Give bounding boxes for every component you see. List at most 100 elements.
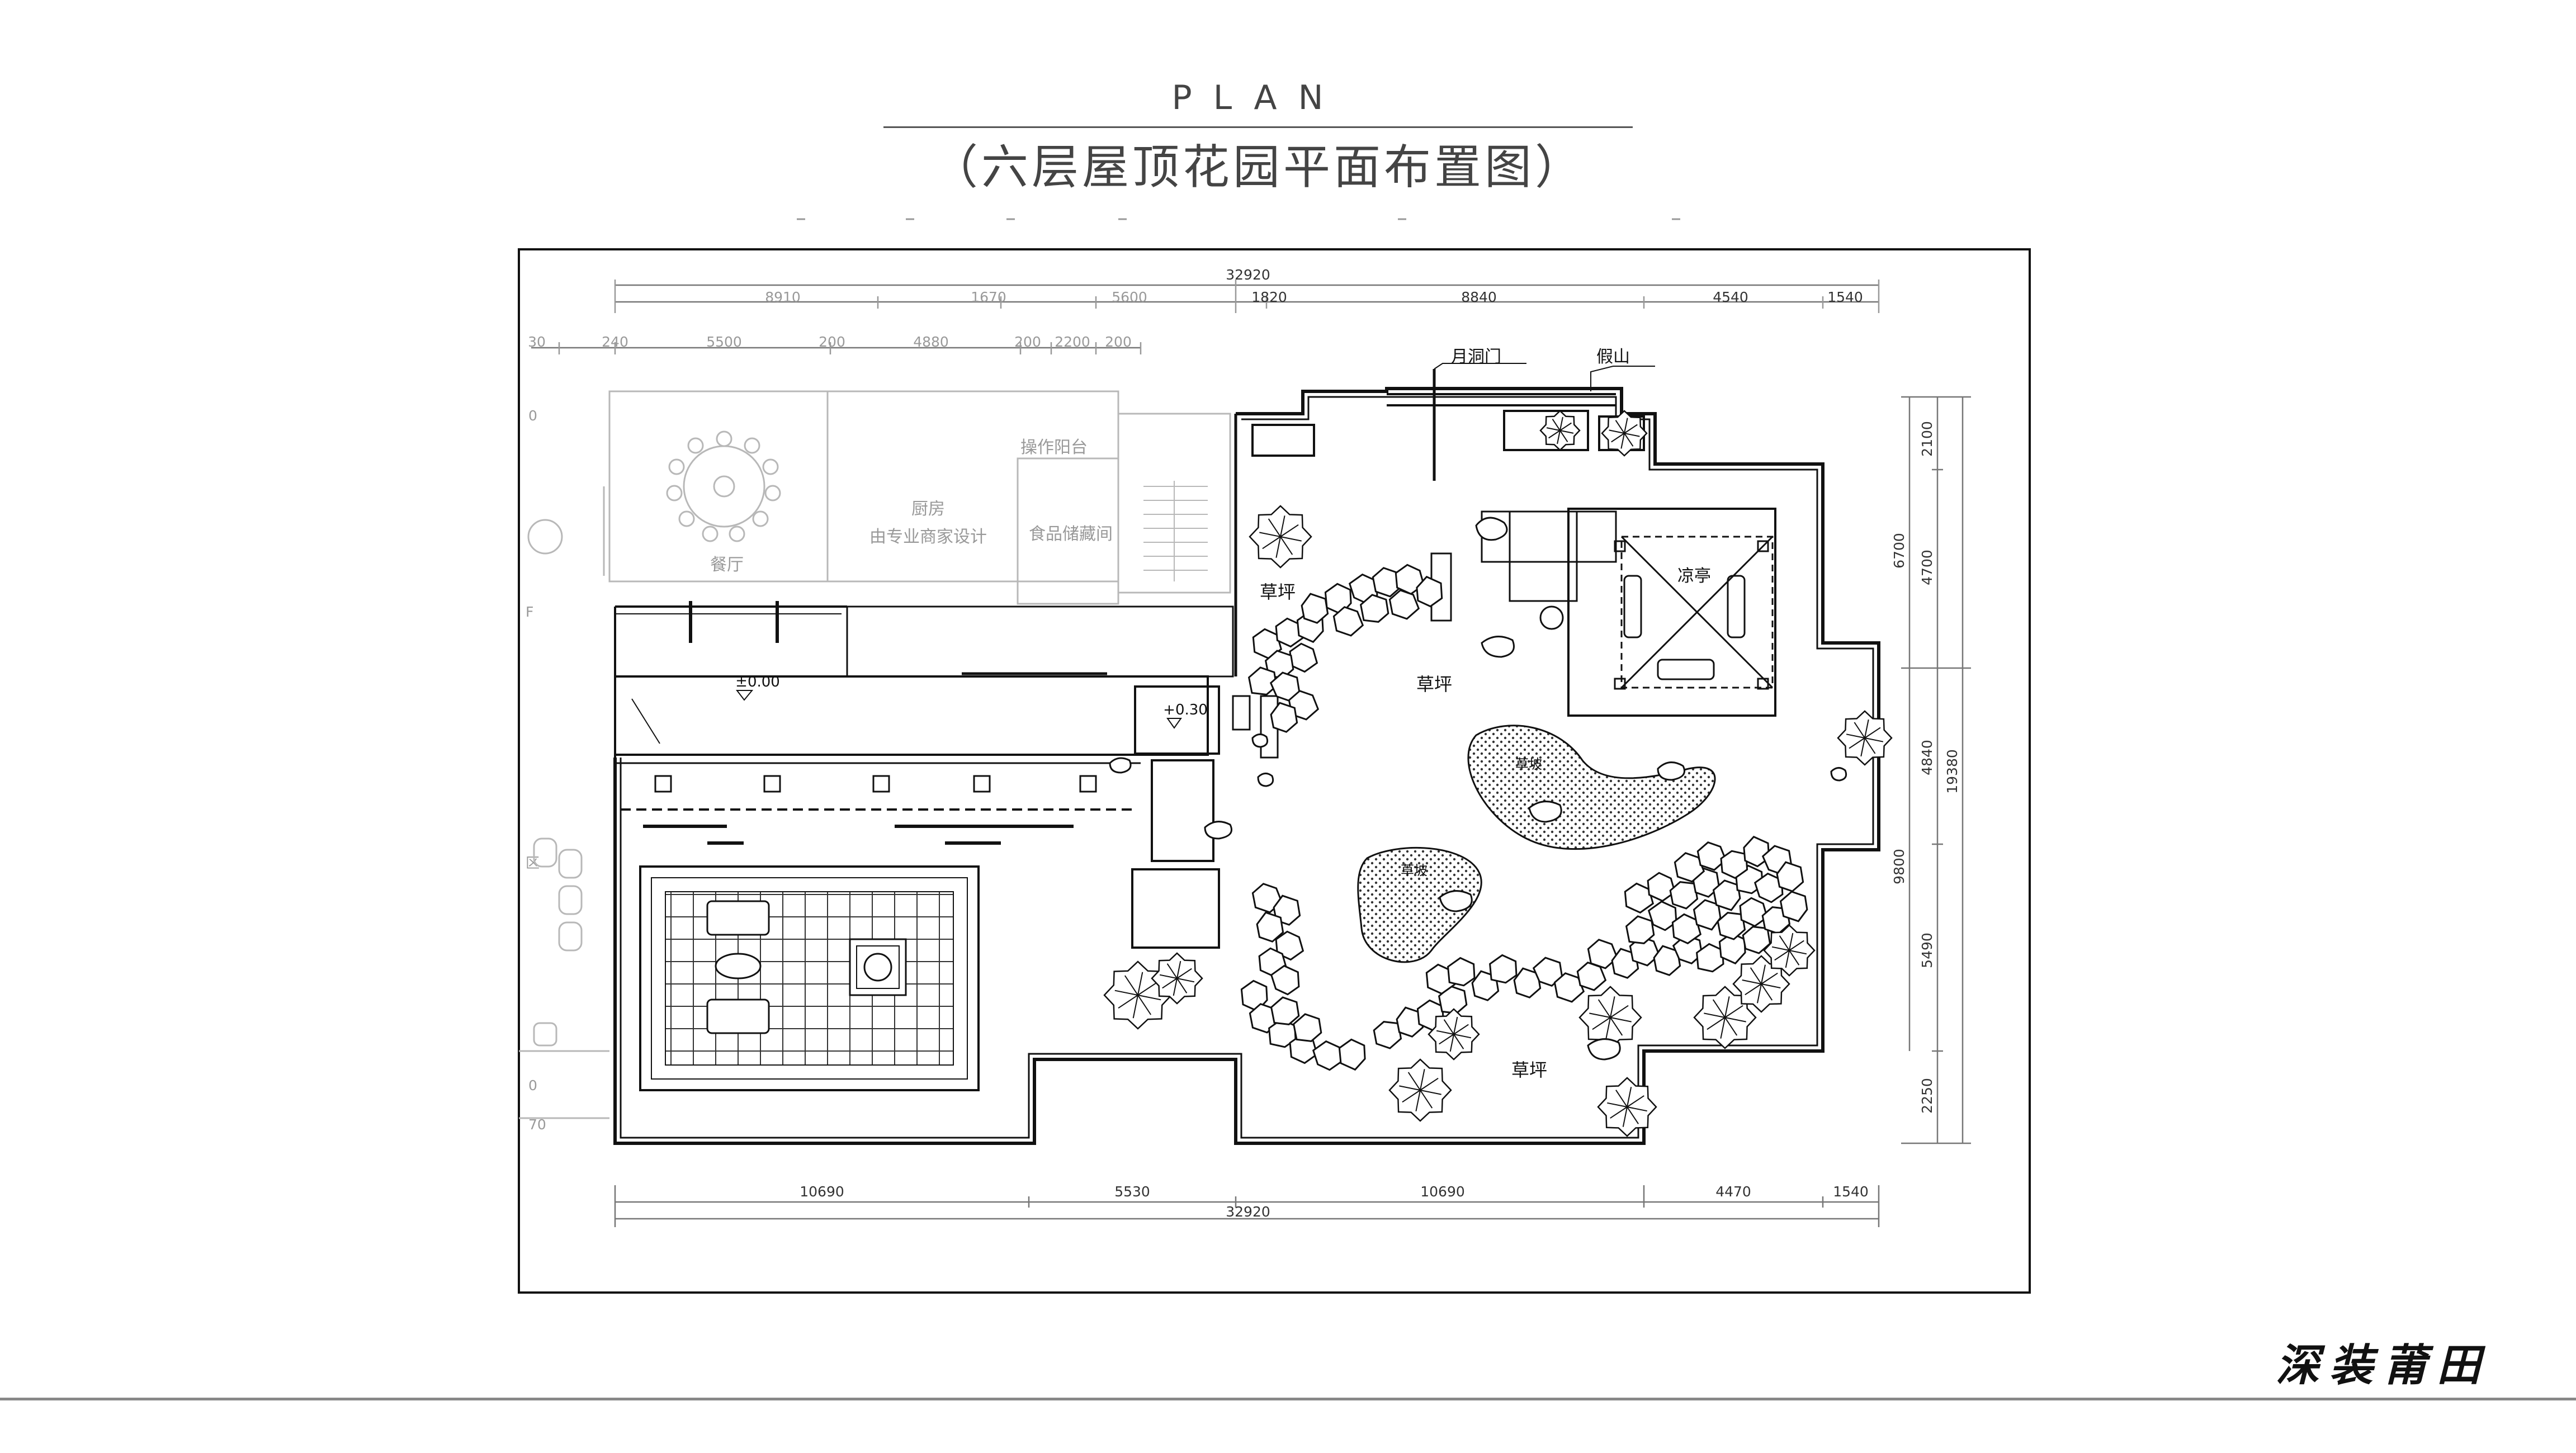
stepping-stone [1629,936,1661,967]
stepping-stone [1587,939,1619,969]
dim-bottom-5: 1540 [1833,1184,1869,1200]
dim-right-outer-1: 6700 [1891,533,1907,569]
stepping-stone [1338,1038,1366,1071]
stepping-stone [1301,593,1329,624]
tree-symbol [1539,410,1581,451]
roof-outline [613,387,1880,1145]
dim-right-inner-4: 5490 [1919,933,1935,968]
stepping-stone [1312,1040,1342,1071]
left-mark-f: F [526,604,533,620]
dim-right-inner-3: 4840 [1919,740,1935,775]
stepping-stone [1669,881,1699,910]
level-0: ±0.00 [735,674,780,690]
left-mark-2: 0 [528,1077,537,1094]
left-mark-1: 0 [528,408,537,424]
label-kitchen: 厨房 [911,499,945,519]
dining-chairs [666,430,781,542]
lawn-labels: 草坪 草坪 草坪 [1260,581,1547,1081]
drawing-frame [518,248,2031,1294]
label-lawn-2: 草坪 [1416,674,1452,695]
left-mark-3: 70 [528,1116,546,1133]
garden-rocks [1109,517,1847,1061]
dim-row2-6: 200 [1014,334,1041,350]
tree-symbol [1763,924,1816,977]
stepping-stone [1292,1013,1322,1042]
dim-right-outer-2: 9800 [1891,849,1907,884]
label-lawn-3: 草坪 [1511,1059,1547,1081]
stepping-stone [1672,934,1703,965]
tree-symbol [1428,1008,1480,1061]
stepping-stone [1447,957,1476,987]
dim-right-inner-5: 2250 [1919,1078,1935,1114]
garden-rock [1109,757,1132,774]
stepping-stone [1270,996,1300,1025]
stepping-stones [1240,564,1808,1071]
label-service-balcony: 操作阳台 [1020,438,1088,457]
garden-rock [1257,773,1274,787]
stepping-stone [1647,900,1677,931]
dim-top-left-3: 5600 [1112,289,1147,305]
dim-bottom-4: 4470 [1715,1184,1751,1200]
dim-row2-4: 200 [819,334,845,350]
right-dimension-lines [1901,396,1971,1144]
dim-top-left-2: 1670 [971,289,1006,305]
bottom-dimension-lines [614,1185,1880,1227]
tree-symbol [1837,710,1893,766]
label-moon-gate: 月洞门 [1451,347,1501,367]
label-food-storage: 食品储藏间 [1029,524,1113,544]
tree-symbol [1151,952,1203,1005]
column-row [621,775,1135,845]
top-dimension-values: 32920 8910 1670 5600 1820 8840 4540 1540… [528,267,1863,350]
dim-row2-5: 4880 [913,334,949,350]
grass-slope-labels: 草坡 草坡 [1401,756,1542,878]
dim-right-inner-1: 2100 [1919,421,1935,457]
dim-row2-8: 200 [1105,334,1132,350]
title-underline [883,126,1633,128]
label-dining: 餐厅 [710,555,744,575]
bottom-dimension-values: 10690 5530 10690 4470 1540 32920 [800,1184,1869,1220]
dim-top-right-1: 1820 [1251,289,1287,305]
stepping-stone [1779,891,1808,922]
garden-rock [1528,801,1562,823]
grass-slope-1 [1467,725,1716,850]
stepping-stone [1275,930,1304,961]
stepping-stone [1288,690,1320,721]
tree-symbol [1693,986,1757,1049]
interior-rooms-faded [519,390,1231,1119]
stepping-stone [1416,575,1443,608]
grass-slope-2 [1357,847,1482,963]
stepping-stone [1359,594,1389,623]
left-zone-label: 区 [526,855,540,871]
dim-bottom-total: 32920 [1226,1204,1270,1220]
garden-rock [1481,636,1515,658]
stepping-stone [1625,915,1655,944]
dim-top-total: 32920 [1226,267,1270,283]
garden-rock [1830,767,1847,782]
garden-rock [1475,517,1508,541]
label-pavilion: 凉亭 [1677,566,1711,586]
stepping-stone [1247,666,1278,695]
garden-rock [1251,733,1269,748]
dim-top-right-4: 1540 [1827,289,1863,305]
plan-title: PLAN [1171,78,1345,117]
left-edge-marks: 0 0 70 F 区 [526,408,546,1133]
level-1: +0.30 [1163,702,1208,718]
right-dimension-values: 6700 9800 2100 4700 4840 5490 2250 19380 [1891,421,1960,1114]
label-grass-slope-1: 草坡 [1515,756,1542,772]
dim-right-inner-2: 4700 [1919,550,1935,585]
level-markers: ±0.00 +0.30 [735,674,1208,729]
tree-symbol [1249,505,1312,569]
tiled-terrace [639,865,980,1091]
dim-row2-3: 5500 [706,334,742,350]
stepping-stone [1739,897,1769,927]
dim-bottom-2: 5530 [1114,1184,1150,1200]
dim-top-right-2: 8840 [1461,289,1497,305]
dim-row2-1: 30 [528,334,546,350]
top-dimension-lines [531,280,1880,354]
garden-rock [1587,1038,1621,1061]
stepping-stone [1489,954,1518,984]
stepping-stone [1743,835,1770,868]
wall-labels: 月洞门 假山 [1451,347,1630,367]
dim-top-right-3: 4540 [1713,289,1748,305]
stepping-stone [1270,964,1300,996]
